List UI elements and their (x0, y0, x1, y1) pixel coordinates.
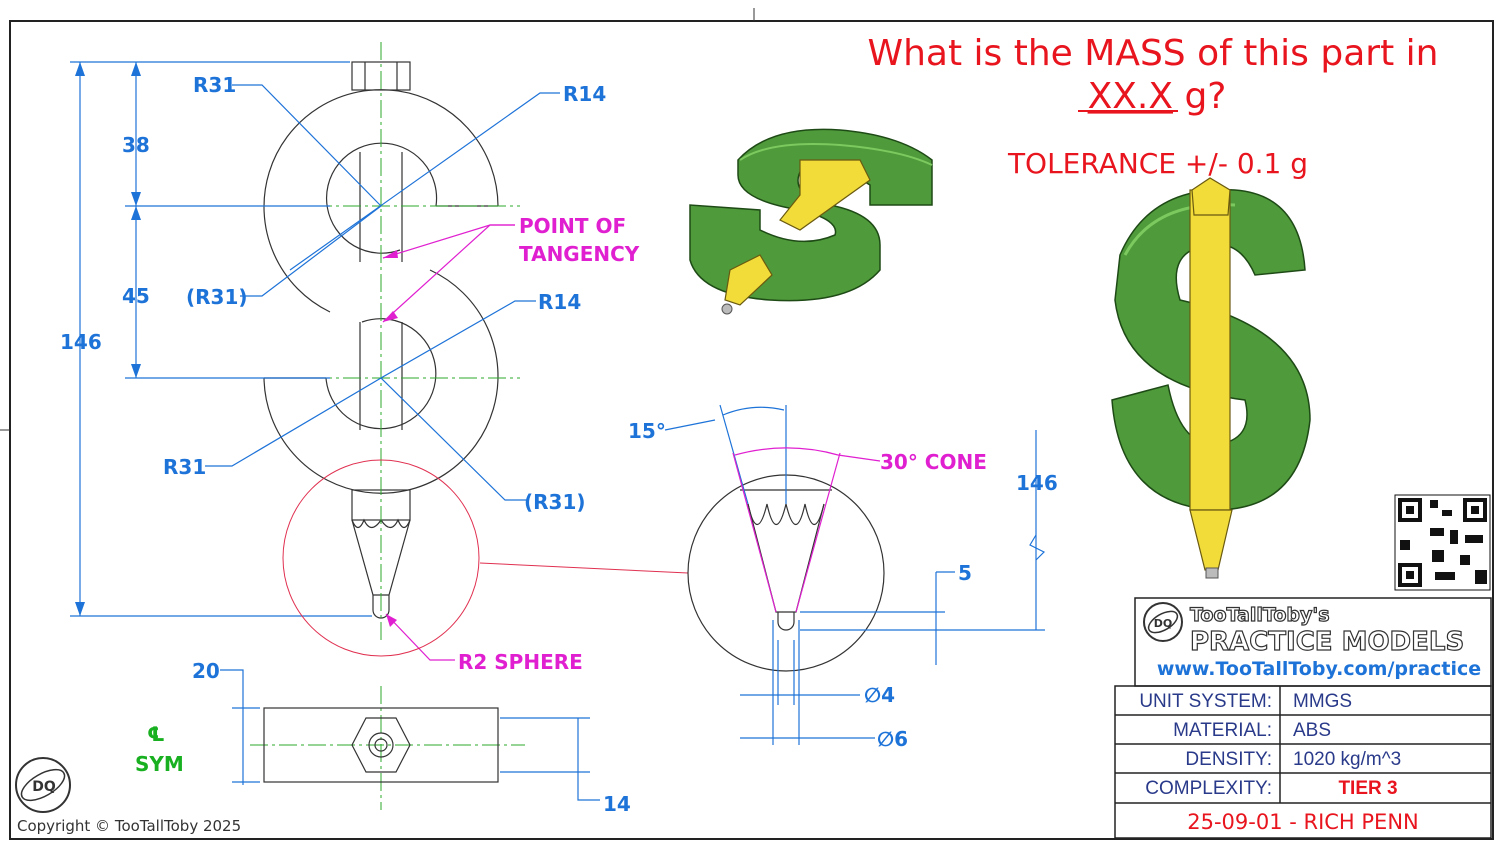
question-line-1: What is the MASS of this part in (868, 33, 1439, 74)
note-sphere: R2 SPHERE (458, 650, 583, 674)
brand-title: PRACTICE MODELS (1190, 627, 1464, 657)
tb-value-density: 1020 kg/m^3 (1293, 749, 1401, 770)
dim-5: 5 (958, 561, 972, 585)
tb-label-density: DENSITY: (1185, 749, 1272, 770)
tb-label-complexity: COMPLEXITY: (1145, 778, 1272, 799)
question-unit: g? (1173, 76, 1226, 117)
dim-dia-4: ∅4 (864, 683, 895, 707)
iso-view-large (1111, 177, 1311, 579)
detail-dims (664, 404, 1046, 745)
tb-label-material: MATERIAL: (1173, 720, 1272, 741)
tb-value-unit: MMGS (1293, 691, 1352, 712)
dim-14: 14 (603, 792, 631, 816)
dim-r14-mid: R14 (538, 290, 581, 314)
dimension-arrows (75, 62, 141, 616)
note-centerline-symbol: ℄ (147, 722, 165, 746)
dim-146-left: 146 (60, 330, 102, 354)
dim-20: 20 (192, 659, 220, 683)
brand-url: www.TooTallToby.com/practice (1157, 658, 1481, 680)
svg-text:DQ: DQ (32, 779, 56, 795)
dim-r31-top: R31 (193, 73, 236, 97)
dim-r14-top: R14 (563, 82, 606, 106)
note-tangency-2: TANGENCY (519, 242, 640, 266)
copyright-logo-icon: DQ (15, 757, 71, 813)
note-sym: SYM (135, 752, 184, 776)
note-leaders (382, 224, 515, 661)
dim-r31-ref-right: (R31) (524, 490, 586, 514)
title-block (1114, 597, 1492, 839)
dimension-lines (70, 61, 560, 617)
dim-r31-ref: (R31) (186, 285, 248, 309)
note-tangency-1: POINT OF (519, 214, 626, 238)
svg-text:DQ: DQ (1154, 617, 1172, 630)
note-cone: 30° CONE (880, 450, 987, 474)
dim-dia-6: ∅6 (877, 727, 908, 751)
dim-angle-15: 15° (628, 419, 666, 443)
top-view (263, 707, 499, 783)
dim-38: 38 (122, 133, 150, 157)
tb-value-complexity: TIER 3 (1338, 778, 1397, 799)
copyright-text: Copyright © TooTallToby 2025 (17, 817, 241, 835)
tolerance-text: TOLERANCE +/- 0.1 g (1007, 147, 1308, 180)
iso-view-small (689, 128, 933, 315)
detail-circle (282, 459, 480, 657)
tb-label-unit: UNIT SYSTEM: (1139, 691, 1272, 712)
qr-code (1394, 494, 1491, 591)
dim-r31-bottom: R31 (163, 455, 206, 479)
dim-146-right: 146 (1016, 471, 1058, 495)
detail-view (687, 474, 885, 672)
brand-logo-icon: DQ (1143, 602, 1183, 642)
brand-name: TooTallToby's (1190, 604, 1330, 626)
tb-value-material: ABS (1293, 720, 1331, 741)
dim-45: 45 (122, 284, 150, 308)
tb-footer: 25-09-01 - RICH PENN (1187, 810, 1419, 834)
